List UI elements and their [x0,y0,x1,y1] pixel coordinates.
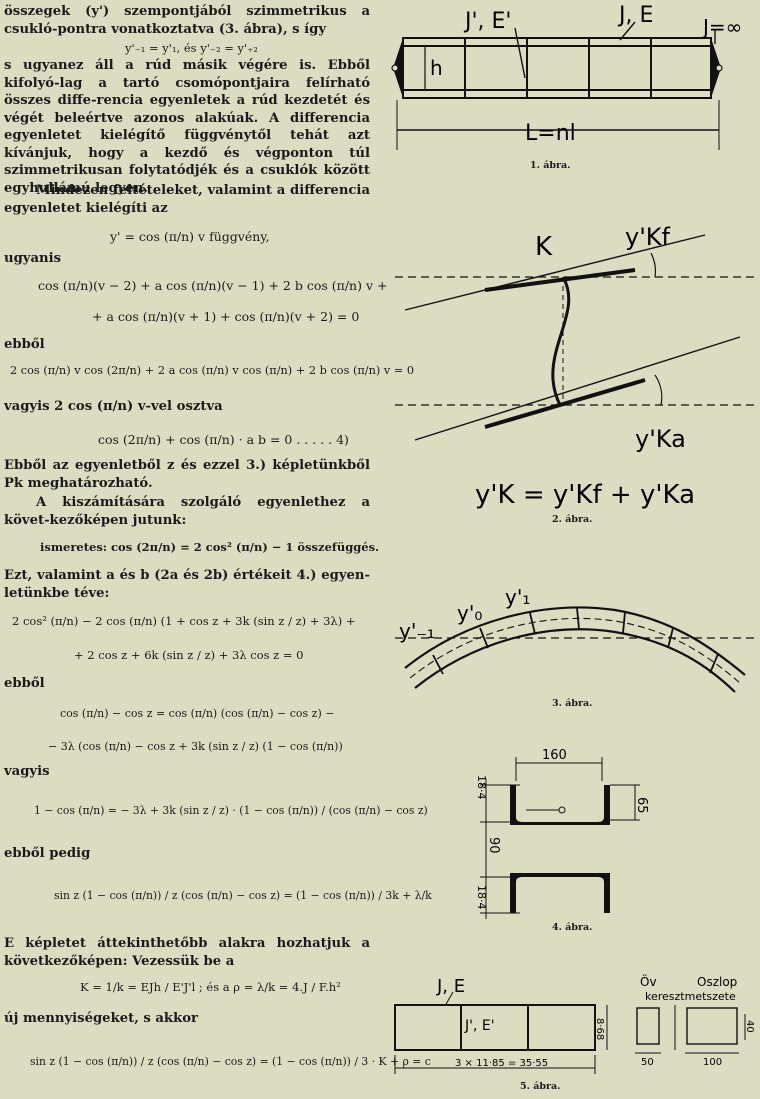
label-ykf: y'Kf [625,223,671,251]
caption-fig5: 5. ábra. [520,1081,561,1092]
figure-2: K y'Kf y'Ka y'K = y'Kf + y'Ka [395,223,755,510]
label-vagyis-2: vagyis [4,764,50,779]
equation-1: y'₋₁ = y'₁, és y'₋₂ = y'₊₂ [125,41,258,55]
dim-18-4-bottom: 18·4 [475,885,488,910]
label-ebbol-1: ebből [4,337,45,352]
dim-65: 65 [634,797,649,814]
label-y0: y'₀ [457,601,482,625]
equation-9: 1 − cos (π/n) = − 3λ + 3k (sin z / z) · … [34,804,428,817]
paragraph-7: E képletet áttekinthetőbb alakra hozhatj… [4,936,370,969]
dim-868: 8·68 [594,1018,605,1040]
label-je-fig5: J, E [436,976,465,997]
equation-8a: cos (π/n) − cos z = cos (π/n) (cos (π/n)… [60,707,335,720]
paragraph-4: Ebből az egyenletből z és ezzel 3.) képl… [4,458,370,491]
label-je: J, E [617,3,653,28]
label-jpe: J', E' [463,9,511,34]
label-ov: Öv [640,973,657,989]
channel-top-icon [510,785,610,825]
dim-40: 40 [744,1020,755,1033]
label-ugyanis: ugyanis [4,251,62,266]
paragraph-5: A kiszámítására szolgáló egyenlethez a k… [4,495,370,528]
paragraph-6: Ezt, valamint a és b (2a és 2b) értékeit… [4,568,370,601]
label-keresztmetszete: keresztmetszete [645,990,736,1003]
formula-yk: y'K = y'Kf + y'Ka [475,480,695,510]
paragraph-3: Mindezen feltételeket, valamint a differ… [4,183,370,216]
caption-fig4: 4. ábra. [552,922,593,933]
label-h: h [430,56,443,80]
equation-7b: + 2 cos z + 6k (sin z / z) + 3λ cos z = … [74,648,304,662]
label-y-minus1: y'₋₁ [399,619,435,643]
left-column: összegek (y') szempontjából szimmetrikus… [0,0,432,1099]
channel-bottom-icon [510,873,610,913]
dim-length: 3 × 11·85 = 35·55 [455,1058,548,1069]
label-vagyis-osztva: vagyis 2 cos (π/n) v-vel osztva [4,399,223,414]
figure-5: J, E J', E' 8·68 3 × 11·85 = 35·55 Öv Os… [394,973,755,1074]
figure-4: 160 65 18·4 90 18·4 [475,748,649,919]
equation-12: sin z (1 − cos (π/n)) / z (cos (π/n) − c… [30,1055,431,1068]
label-jinf: J=∞ [701,15,742,39]
equation-6: ismeretes: cos (2π/n) = 2 cos² (π/n) − 1… [40,540,380,554]
dim-50: 50 [641,1057,654,1068]
figure-3: y'₋₁ y'₀ y'₁ [395,585,755,693]
dim-100: 100 [703,1057,722,1068]
figure-1: J', E' J, E J=∞ h L=nl [391,3,742,150]
paragraph-8: új mennyiségeket, s akkor [4,1011,198,1026]
label-oszlop: Oszlop [697,975,737,989]
equation-8b: − 3λ (cos (π/n) − cos z + 3k (sin z / z)… [48,740,343,753]
caption-fig1: 1. ábra. [530,160,571,171]
paragraph-1: összegek (y') szempontjából szimmetrikus… [4,4,370,37]
caption-fig2: 2. ábra. [552,514,593,525]
paragraph-2: s ugyanez áll a rúd másik végére is. Ebb… [4,58,370,196]
equation-7a: 2 cos² (π/n) − 2 cos (π/n) (1 + cos z + … [12,614,356,628]
dim-18-4-top: 18·4 [475,775,488,800]
equation-10: sin z (1 − cos (π/n)) / z (cos (π/n) − c… [54,889,432,902]
equation-3b: + a cos (π/n)(v + 1) + cos (π/n)(v + 2) … [92,309,360,324]
label-ebbol-pedig: ebből pedig [4,846,91,861]
equation-2: y' = cos (π/n) v függvény, [110,229,270,244]
label-l: L=nl [525,121,576,146]
label-ebbol-2: ebből [4,676,45,691]
dim-90: 90 [486,837,501,854]
label-k: K [535,232,553,262]
equation-4: 2 cos (π/n) v cos (2π/n) + 2 a cos (π/n)… [10,364,415,377]
equation-3a: cos (π/n)(v − 2) + a cos (π/n)(v − 1) + … [38,278,388,293]
caption-fig3: 3. ábra. [552,698,593,709]
equation-11: K = 1/k = EJh / E'J'l ; és a ρ = λ/k = 4… [80,980,341,994]
dim-160: 160 [542,748,567,763]
label-y1: y'₁ [505,585,530,609]
label-jpe-fig5: J', E' [464,1018,495,1034]
equation-5: cos (2π/n) + cos (π/n) · a b = 0 . . . .… [98,432,349,447]
label-yka: y'Ka [635,425,686,453]
